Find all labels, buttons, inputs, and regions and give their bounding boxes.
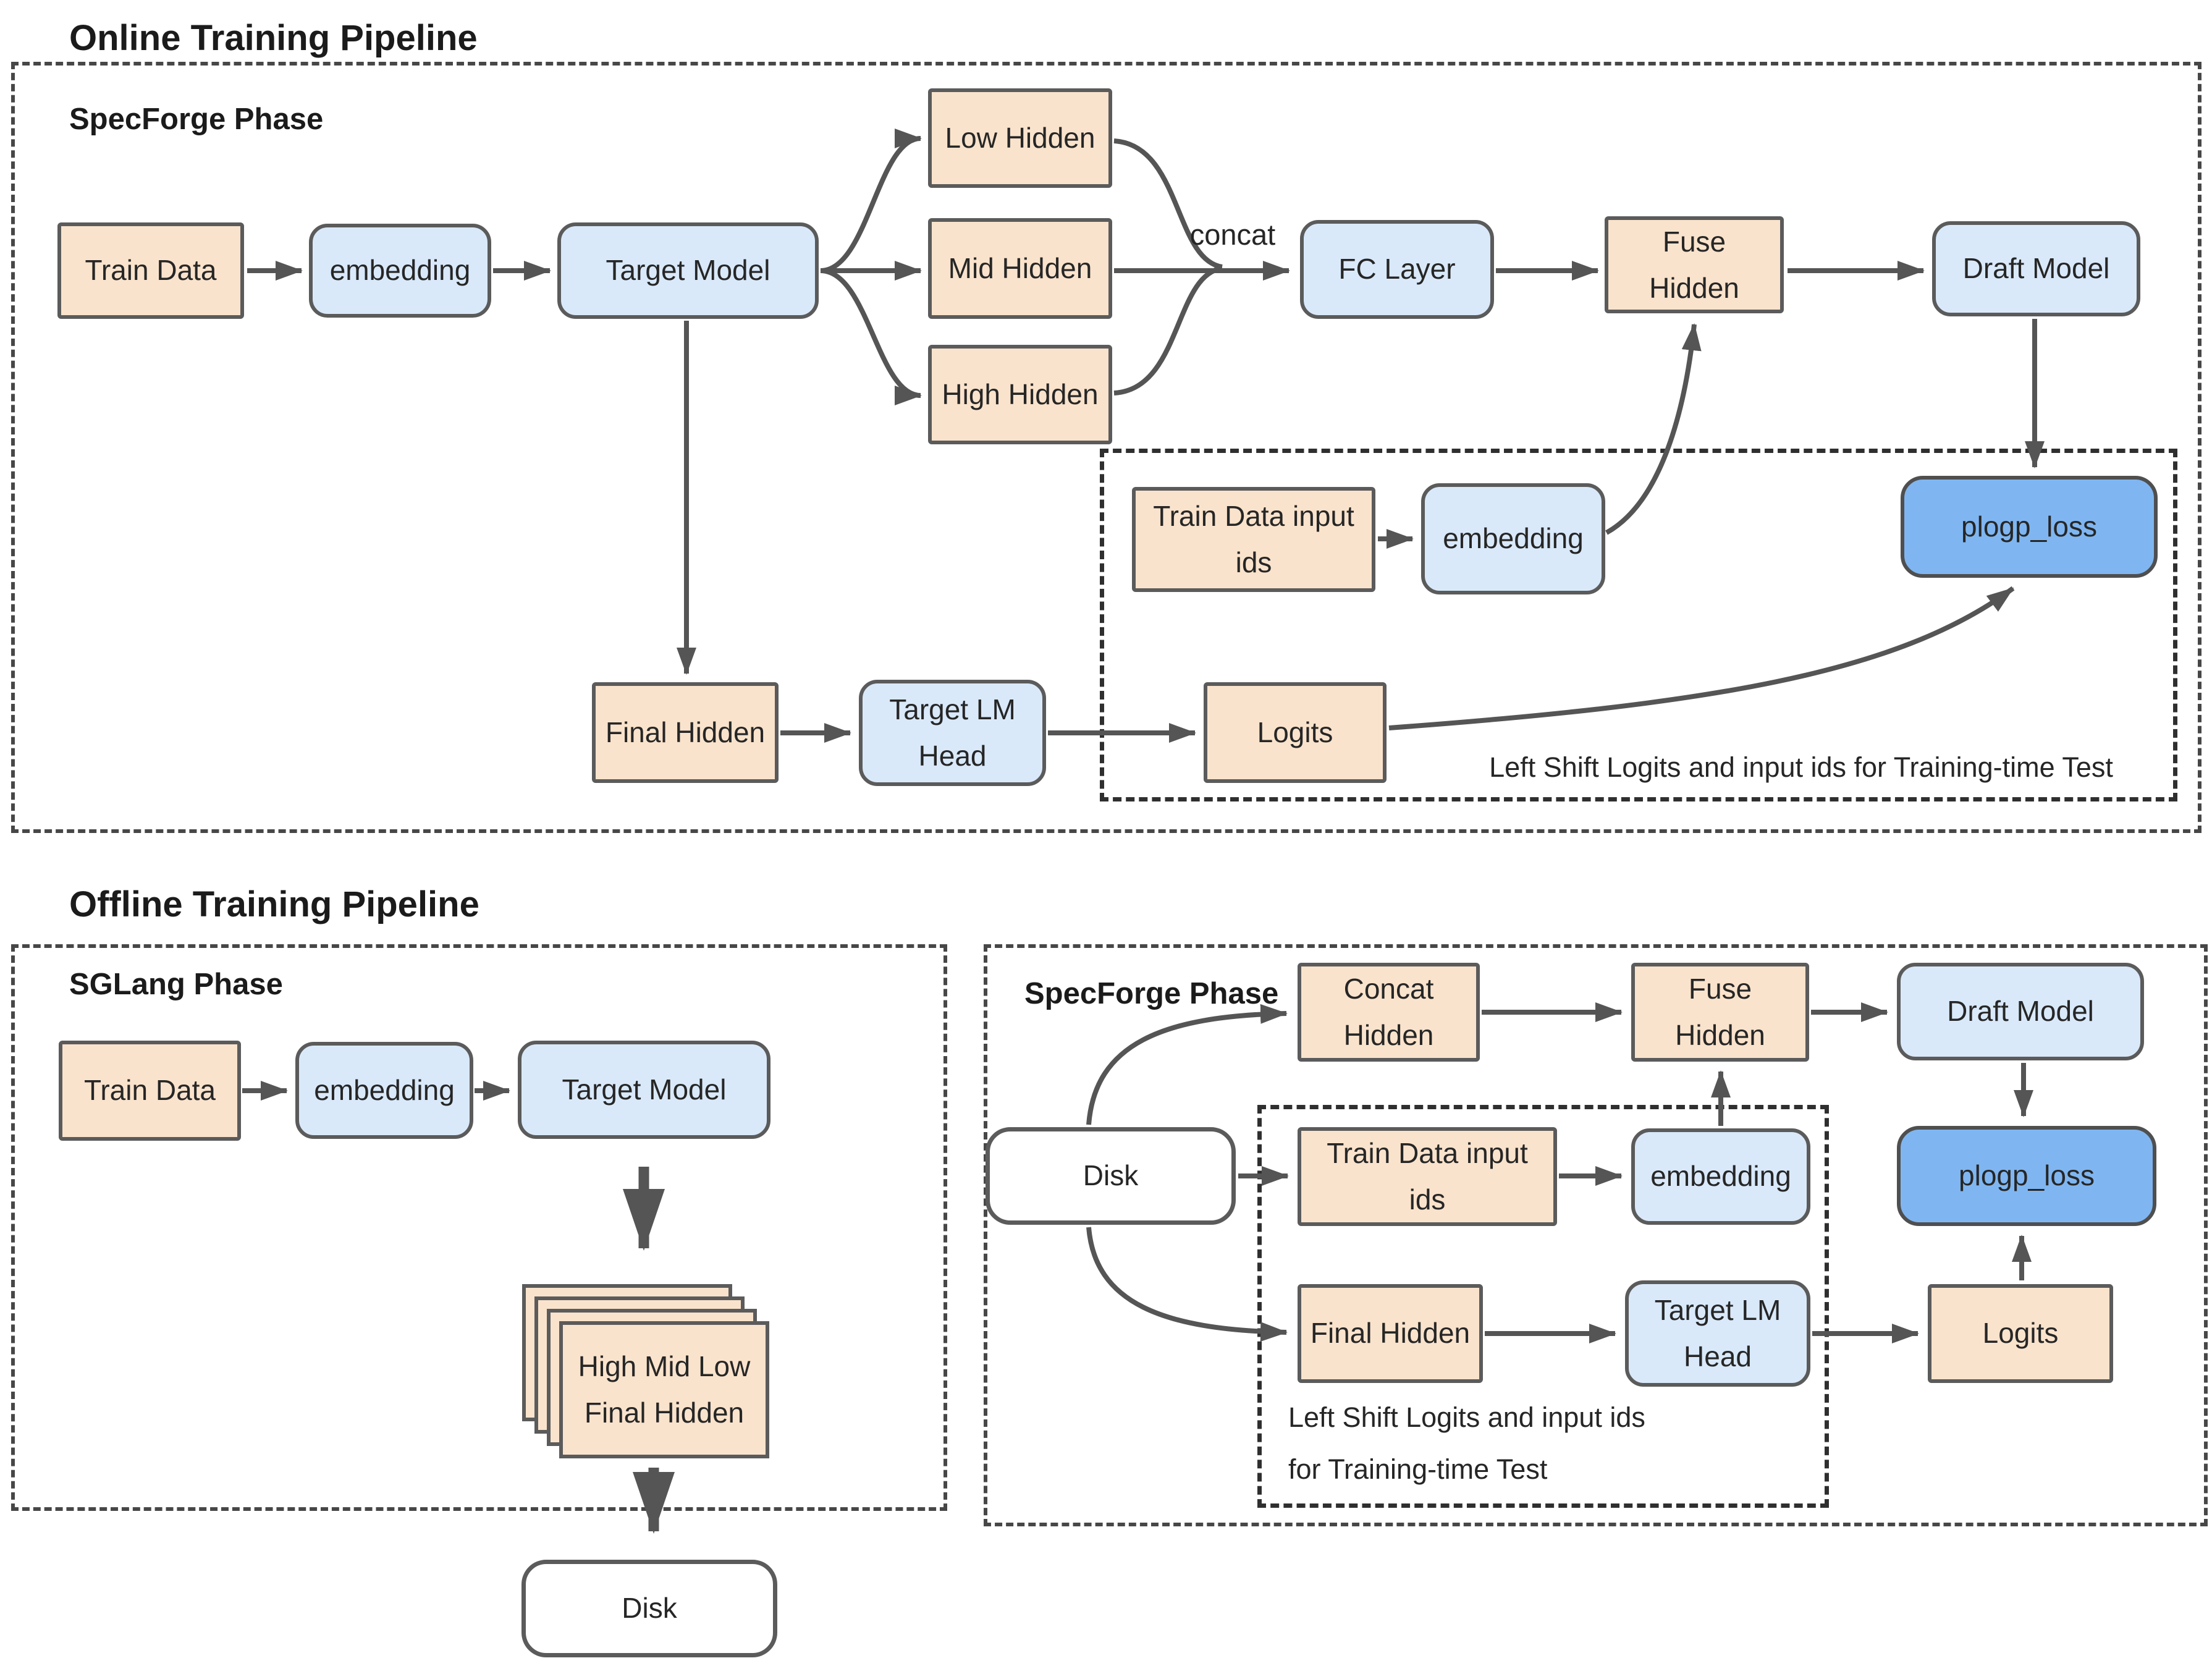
node-embedding-offline-label: embedding — [1650, 1160, 1791, 1193]
node-fc-layer-label: FC Layer — [1338, 253, 1456, 285]
node-hidden-stack-label-line1: High Mid Low — [578, 1350, 751, 1383]
node-final-hidden-offline: Final Hidden — [1298, 1284, 1483, 1383]
node-train-data-input-ids-offline-label-line2: ids — [1409, 1183, 1446, 1216]
arrow-embedding-to-fuse-hidden — [1605, 323, 1702, 535]
node-fc-layer: FC Layer — [1300, 220, 1494, 319]
arrow-logits-to-plogp-loss — [1388, 586, 2015, 730]
node-target-lm-head: Target LM Head — [859, 680, 1046, 786]
node-fuse-hidden-offline-label-line1: Fuse — [1688, 973, 1752, 1005]
sglang-phase-container — [11, 944, 947, 1511]
node-target-lm-head-label-line2: Head — [918, 740, 987, 772]
node-logits-offline-label: Logits — [1982, 1317, 2059, 1350]
node-concat-hidden-label-line1: Concat — [1343, 973, 1434, 1005]
online-left-shift-container — [1100, 449, 2177, 801]
node-fuse-hidden: Fuse Hidden — [1605, 216, 1784, 313]
node-train-data-input-ids-label-line1: Train Data input — [1153, 500, 1354, 533]
node-train-data-input-ids-offline: Train Data input ids — [1298, 1127, 1557, 1226]
node-target-lm-head-label-line1: Target LM — [889, 693, 1016, 726]
concat-label: concat — [1189, 218, 1276, 251]
node-concat-hidden-label-line2: Hidden — [1343, 1019, 1434, 1051]
offline-left-shift-note-line2: for Training-time Test — [1288, 1453, 1548, 1485]
arrow-target-model-to-low-hidden — [820, 129, 922, 273]
node-fuse-hidden-label-line1: Fuse — [1662, 225, 1726, 258]
node-embedding-sglang-label: embedding — [314, 1073, 455, 1106]
node-draft-model-label: Draft Model — [1962, 252, 2110, 285]
node-target-lm-head-offline-label-line2: Head — [1684, 1340, 1752, 1372]
arrow-disk-to-concat-hidden — [1086, 1004, 1288, 1125]
node-target-model-label: Target Model — [606, 254, 770, 287]
node-concat-hidden: Concat Hidden — [1298, 963, 1480, 1062]
node-disk-sglang: Disk — [521, 1560, 777, 1657]
node-target-lm-head-offline: Target LM Head — [1625, 1280, 1810, 1387]
wire-low-hidden-to-concat — [1113, 138, 1223, 269]
wire-high-hidden-to-concat — [1113, 266, 1223, 395]
node-final-hidden-label: Final Hidden — [605, 716, 766, 748]
node-disk-sglang-label: Disk — [622, 1592, 677, 1625]
online-pipeline-container — [11, 62, 2201, 833]
node-low-hidden: Low Hidden — [928, 88, 1112, 188]
offline-left-shift-container — [1257, 1105, 1829, 1508]
offline-left-shift-note-line1: Left Shift Logits and input ids — [1288, 1402, 1645, 1433]
offline-pipeline-title: Offline Training Pipeline — [69, 884, 479, 924]
node-plogp-loss-label: plogp_loss — [1961, 510, 2097, 543]
node-embedding-2-label: embedding — [1443, 522, 1584, 555]
node-mid-hidden-label: Mid Hidden — [948, 252, 1092, 284]
node-embedding-2: embedding — [1421, 483, 1605, 594]
node-logits-offline: Logits — [1928, 1284, 2113, 1383]
node-final-hidden: Final Hidden — [592, 682, 779, 783]
offline-specforge-container — [984, 944, 2208, 1526]
node-hidden-stack: High Mid Low Final Hidden — [559, 1321, 769, 1458]
node-low-hidden-label: Low Hidden — [945, 121, 1095, 154]
node-embedding: embedding — [309, 224, 491, 318]
node-target-model: Target Model — [557, 222, 819, 319]
node-high-hidden: High Hidden — [928, 345, 1112, 444]
node-high-hidden-label: High Hidden — [942, 378, 1099, 410]
node-logits-label: Logits — [1257, 716, 1333, 748]
node-train-data-input-ids: Train Data input ids — [1132, 487, 1375, 592]
node-draft-model-offline: Draft Model — [1897, 963, 2144, 1060]
node-fuse-hidden-label-line2: Hidden — [1649, 271, 1739, 304]
node-disk-specforge-label: Disk — [1083, 1159, 1139, 1192]
node-plogp-loss-offline-label: plogp_loss — [1959, 1159, 2095, 1192]
node-target-model-sglang-label: Target Model — [562, 1073, 727, 1106]
node-train-data: Train Data — [57, 222, 244, 319]
node-embedding-offline: embedding — [1631, 1128, 1810, 1225]
node-plogp-loss-offline: plogp_loss — [1897, 1126, 2156, 1226]
node-fuse-hidden-offline-label-line2: Hidden — [1675, 1019, 1765, 1051]
sglang-phase-label: SGLang Phase — [69, 968, 283, 1001]
node-train-data-sglang: Train Data — [59, 1041, 241, 1141]
node-disk-specforge: Disk — [986, 1127, 1236, 1225]
node-embedding-label: embedding — [329, 254, 471, 287]
arrow-disk-to-final-hidden — [1086, 1227, 1288, 1342]
node-draft-model-offline-label: Draft Model — [1947, 995, 2094, 1028]
node-draft-model: Draft Model — [1932, 221, 2140, 316]
node-embedding-sglang: embedding — [295, 1042, 473, 1139]
offline-specforge-phase-label: SpecForge Phase — [1024, 977, 1279, 1010]
node-plogp-loss: plogp_loss — [1901, 476, 2158, 578]
node-target-model-sglang: Target Model — [518, 1041, 770, 1139]
node-train-data-input-ids-offline-label-line1: Train Data input — [1327, 1137, 1528, 1170]
node-train-data-sglang-label: Train Data — [83, 1074, 216, 1107]
node-train-data-input-ids-label-line2: ids — [1235, 546, 1272, 578]
online-pipeline-title: Online Training Pipeline — [69, 18, 478, 58]
online-specforge-phase-label: SpecForge Phase — [69, 103, 324, 136]
node-target-lm-head-offline-label-line1: Target LM — [1654, 1294, 1781, 1327]
node-hidden-stack-label-line2: Final Hidden — [584, 1397, 745, 1429]
node-final-hidden-offline-label: Final Hidden — [1310, 1317, 1471, 1350]
arrow-target-model-to-high-hidden — [820, 268, 922, 405]
node-mid-hidden: Mid Hidden — [928, 218, 1112, 319]
node-logits: Logits — [1204, 682, 1387, 783]
node-train-data-label: Train Data — [85, 254, 217, 287]
node-fuse-hidden-offline: Fuse Hidden — [1631, 963, 1809, 1062]
online-left-shift-note: Left Shift Logits and input ids for Trai… — [1489, 751, 2113, 783]
